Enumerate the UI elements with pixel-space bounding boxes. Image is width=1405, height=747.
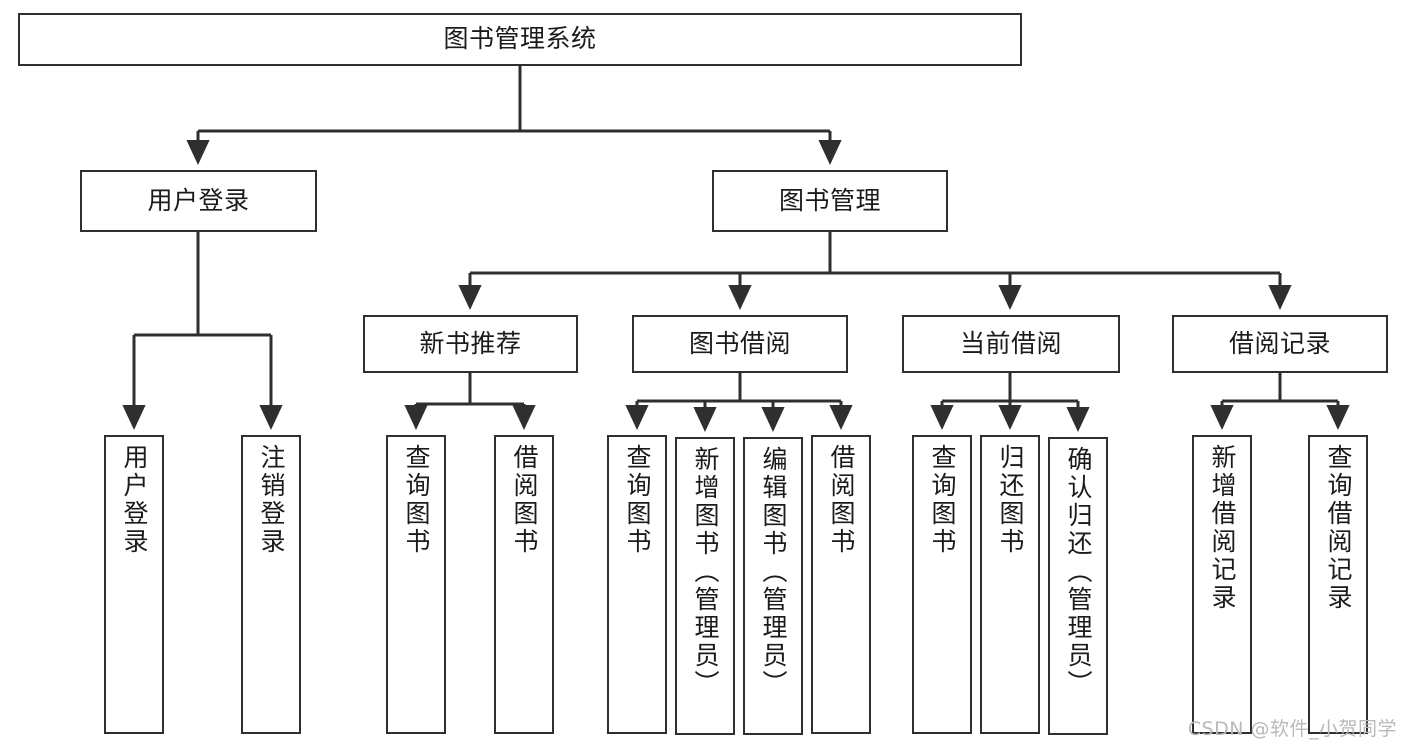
- node-label: 归还图书: [996, 444, 1025, 556]
- node-label: 新增图书（管理员）: [691, 446, 720, 698]
- leaf-borrow-book-recommend[interactable]: 借阅图书: [494, 435, 554, 734]
- leaf-query-borrow-record[interactable]: 查询借阅记录: [1308, 435, 1368, 734]
- leaf-query-book-current[interactable]: 查询图书: [912, 435, 972, 734]
- node-label: 查询借阅记录: [1324, 444, 1353, 612]
- node-label: 新书推荐: [419, 328, 522, 358]
- node-new-book-recommend[interactable]: 新书推荐: [363, 315, 578, 373]
- node-label: 借阅图书: [510, 444, 539, 556]
- leaf-query-book-borrow[interactable]: 查询图书: [607, 435, 667, 734]
- node-label: 用户登录: [120, 444, 149, 556]
- node-label: 编辑图书（管理员）: [759, 446, 788, 698]
- node-label: 确认归还（管理员）: [1064, 446, 1093, 698]
- node-label: 新增借阅记录: [1208, 444, 1237, 612]
- node-label: 当前借阅: [959, 328, 1062, 358]
- leaf-return-book[interactable]: 归还图书: [980, 435, 1040, 734]
- node-label: 借阅记录: [1228, 328, 1331, 358]
- node-label: 图书借阅: [688, 328, 791, 358]
- node-label: 注销登录: [257, 444, 286, 556]
- node-label: 用户登录: [147, 185, 250, 215]
- leaf-logout[interactable]: 注销登录: [241, 435, 301, 734]
- node-root-book-management-system[interactable]: 图书管理系统: [18, 13, 1022, 66]
- node-label: 查询图书: [928, 444, 957, 556]
- node-label: 图书管理系统: [443, 24, 597, 54]
- node-current-borrow[interactable]: 当前借阅: [902, 315, 1120, 373]
- csdn-watermark: CSDN @软件_小贺同学: [1187, 718, 1397, 740]
- leaf-user-login[interactable]: 用户登录: [104, 435, 164, 734]
- node-book-management[interactable]: 图书管理: [712, 170, 948, 232]
- leaf-borrow-book[interactable]: 借阅图书: [811, 435, 871, 734]
- leaf-confirm-return-admin[interactable]: 确认归还（管理员）: [1048, 437, 1108, 735]
- node-label: 借阅图书: [827, 444, 856, 556]
- leaf-edit-book-admin[interactable]: 编辑图书（管理员）: [743, 437, 803, 735]
- node-user-login[interactable]: 用户登录: [80, 170, 317, 232]
- node-label: 查询图书: [402, 444, 431, 556]
- leaf-add-borrow-record[interactable]: 新增借阅记录: [1192, 435, 1252, 734]
- node-label: 查询图书: [623, 444, 652, 556]
- node-borrow-record[interactable]: 借阅记录: [1172, 315, 1388, 373]
- leaf-query-book-recommend[interactable]: 查询图书: [386, 435, 446, 734]
- node-label: 图书管理: [778, 185, 881, 215]
- leaf-add-book-admin[interactable]: 新增图书（管理员）: [675, 437, 735, 735]
- node-book-borrow[interactable]: 图书借阅: [632, 315, 848, 373]
